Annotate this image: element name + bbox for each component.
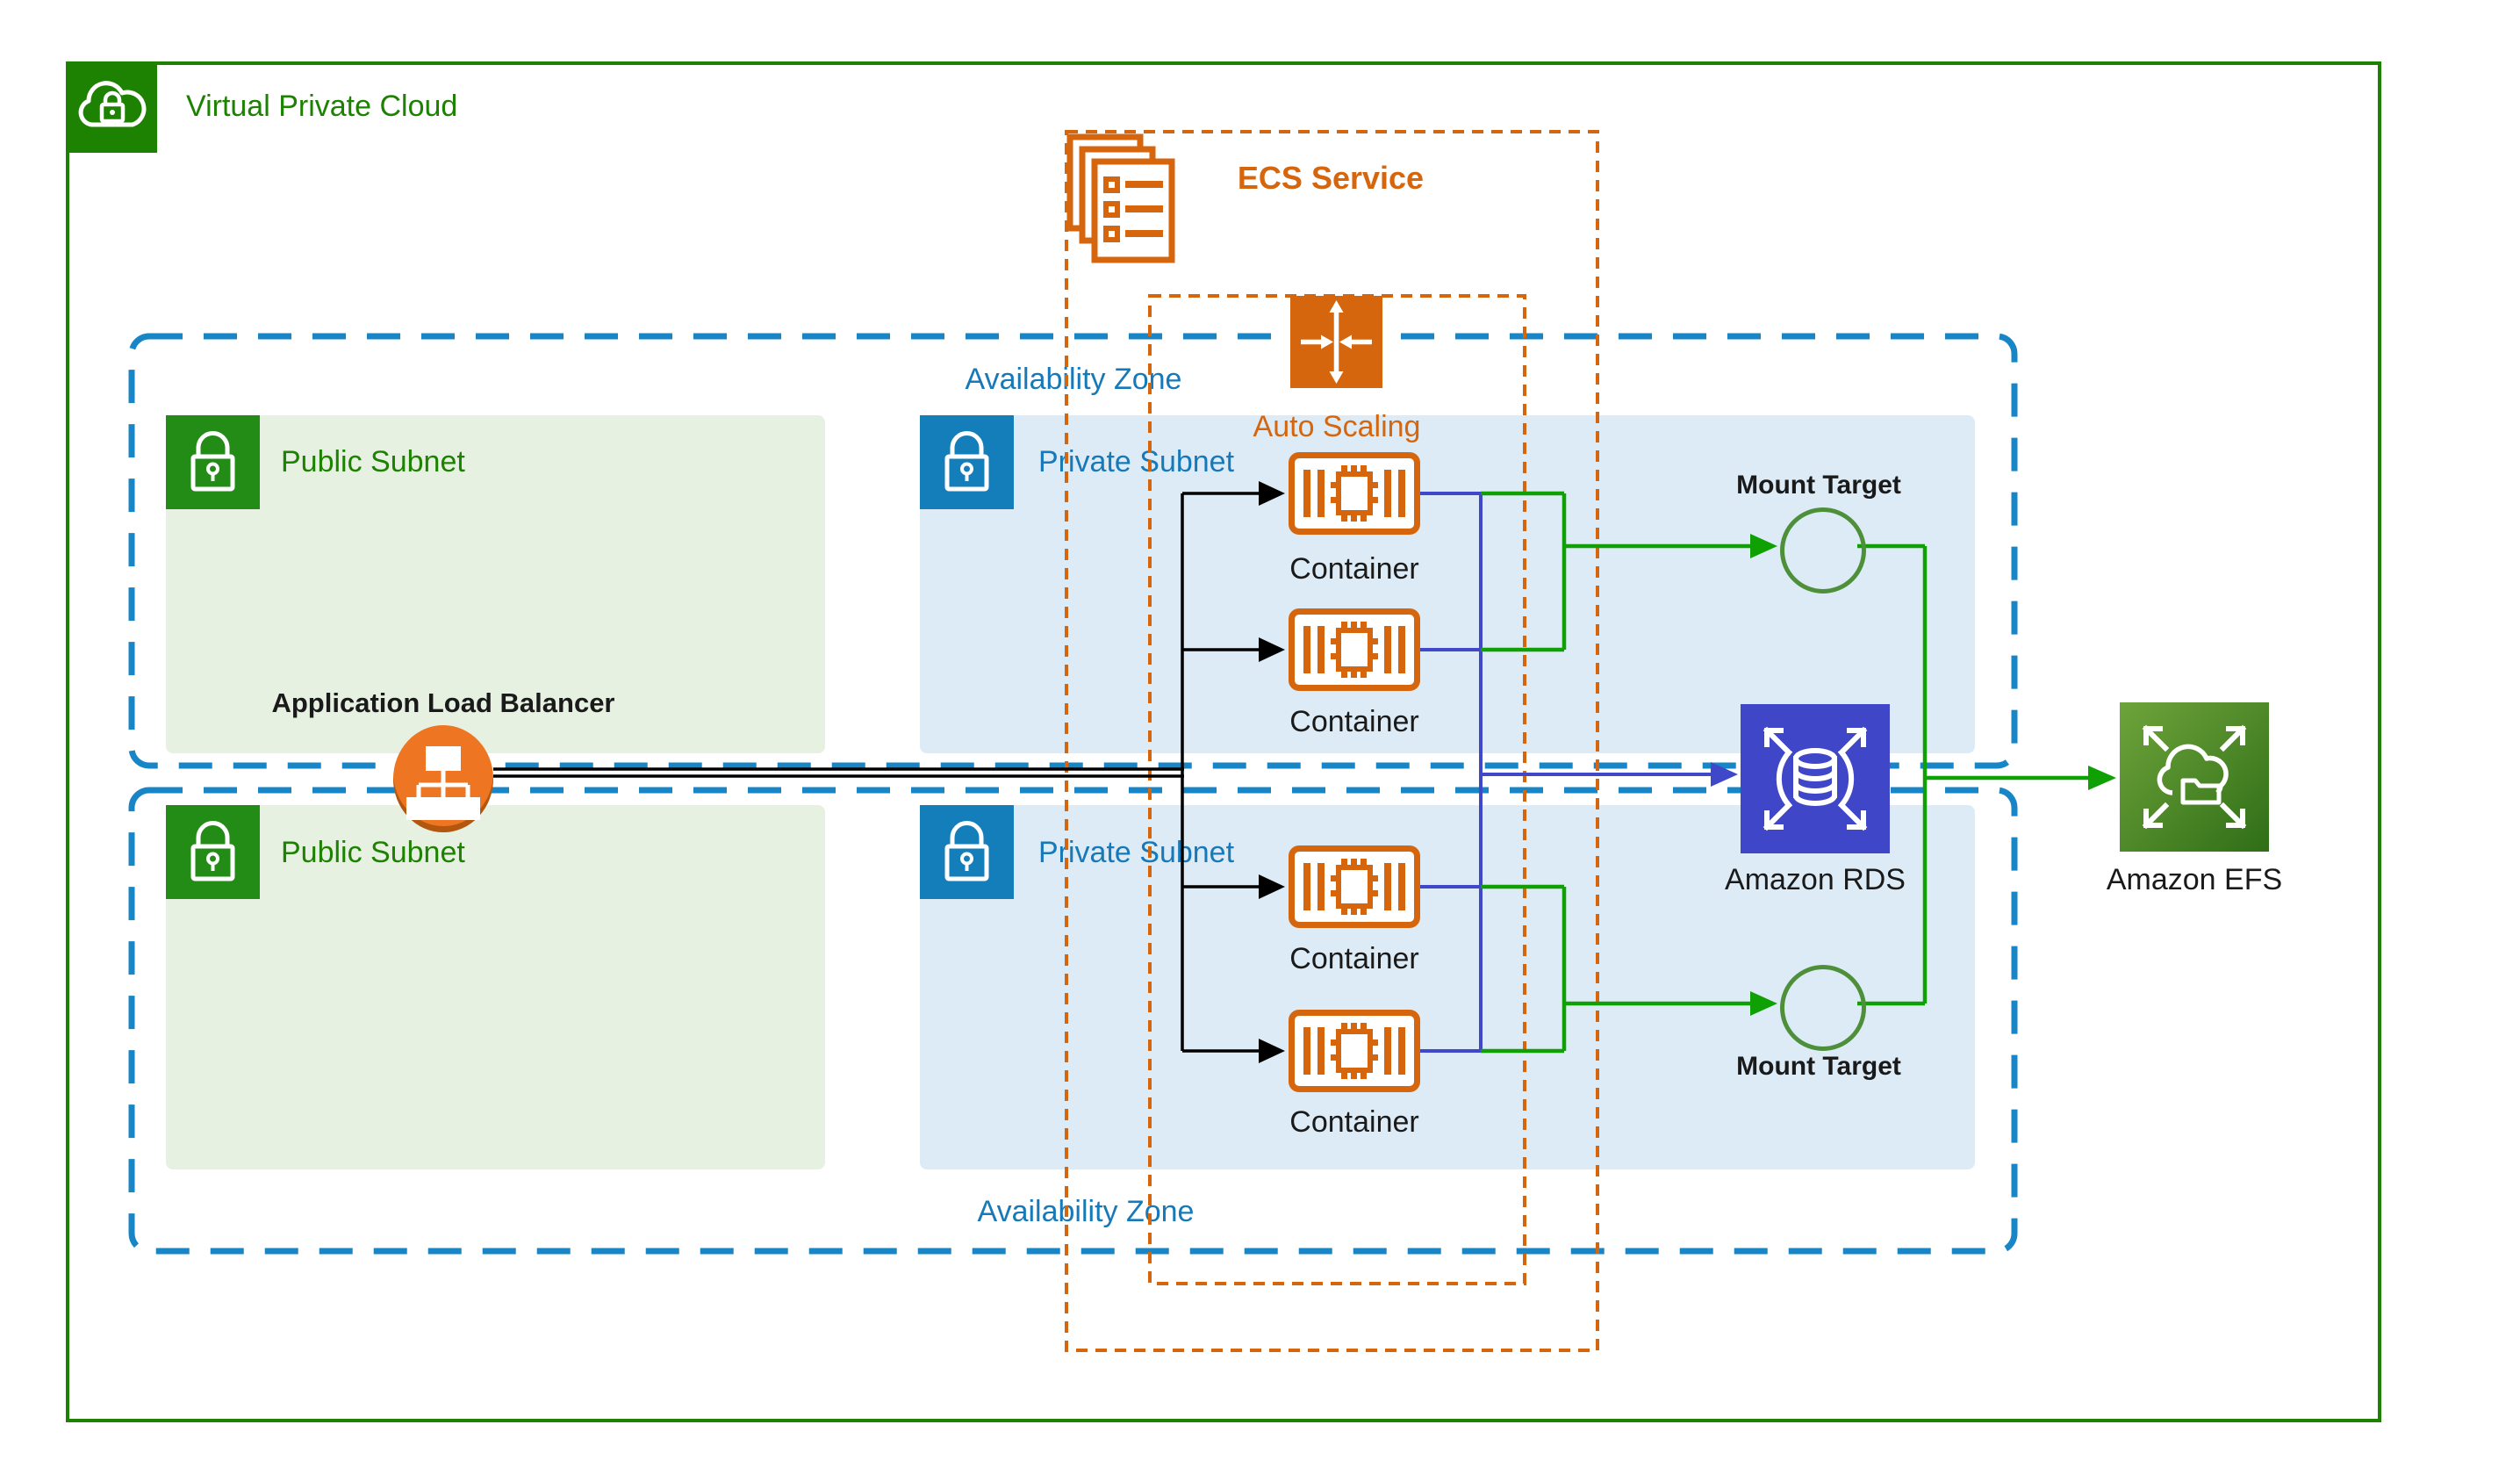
load-balancer-tree-icon <box>393 725 493 832</box>
container-chip-icon <box>1289 1010 1420 1092</box>
container-chip-icon <box>1289 452 1420 535</box>
efs-label: Amazon EFS <box>2106 863 2283 896</box>
alb-arrowheads <box>1259 481 1285 1063</box>
public-subnet-top-label: Public Subnet <box>281 445 465 478</box>
private-subnet-bottom-label: Private Subnet <box>1038 836 1235 869</box>
availability-zone-top-label: Availability Zone <box>965 363 1182 396</box>
ecs-service-border <box>1065 130 1599 1352</box>
vpc-group-box <box>66 61 2381 1422</box>
container-2-label: Container <box>1289 705 1419 738</box>
availability-zone-bottom-label: Availability Zone <box>977 1195 1195 1228</box>
ecs-service-label: ECS Service <box>1237 160 1425 196</box>
efs-arrowheads <box>1750 534 2116 1016</box>
rds-connectors <box>1420 492 1712 1053</box>
public-subnet-top-box <box>166 415 825 753</box>
mount-target-circle-bottom <box>1780 965 1866 1051</box>
container-4-label: Container <box>1289 1105 1419 1139</box>
ecs-task-list-icon <box>1065 133 1177 263</box>
alb-label: Application Load Balancer <box>271 687 615 718</box>
efs-connectors <box>1481 491 2090 1054</box>
container-chip-icon <box>1289 608 1420 691</box>
rds-database-icon <box>1741 704 1890 853</box>
private-subnet-bottom-lock-icon <box>920 805 1014 899</box>
mount-target-circle-top <box>1780 507 1866 594</box>
auto-scaling-arrows-icon <box>1290 296 1382 388</box>
private-subnet-top-label: Private Subnet <box>1038 445 1235 478</box>
availability-zone-top-border <box>128 333 2018 769</box>
vpc-label: Virtual Private Cloud <box>186 90 458 123</box>
rds-label: Amazon RDS <box>1725 863 1906 896</box>
container-1-label: Container <box>1289 552 1419 586</box>
container-chip-icon <box>1289 845 1420 928</box>
mount-target-bottom-label: Mount Target <box>1736 1052 1901 1081</box>
mount-target-top-label: Mount Target <box>1736 471 1901 500</box>
auto-scaling-border <box>1148 294 1526 1285</box>
container-3-label: Container <box>1289 942 1419 975</box>
public-subnet-top-lock-icon <box>166 415 260 509</box>
vpc-cloud-lock-icon <box>66 61 157 153</box>
public-subnet-bottom-label: Public Subnet <box>281 836 465 869</box>
public-subnet-bottom-lock-icon <box>166 805 260 899</box>
auto-scaling-label: Auto Scaling <box>1253 410 1421 443</box>
availability-zone-bottom-border <box>128 787 2018 1255</box>
alb-connectors <box>493 492 1260 1053</box>
rds-arrowhead <box>1711 762 1738 787</box>
public-subnet-bottom-box <box>166 805 825 1169</box>
private-subnet-top-lock-icon <box>920 415 1014 509</box>
efs-cloud-folder-icon <box>2120 702 2269 852</box>
